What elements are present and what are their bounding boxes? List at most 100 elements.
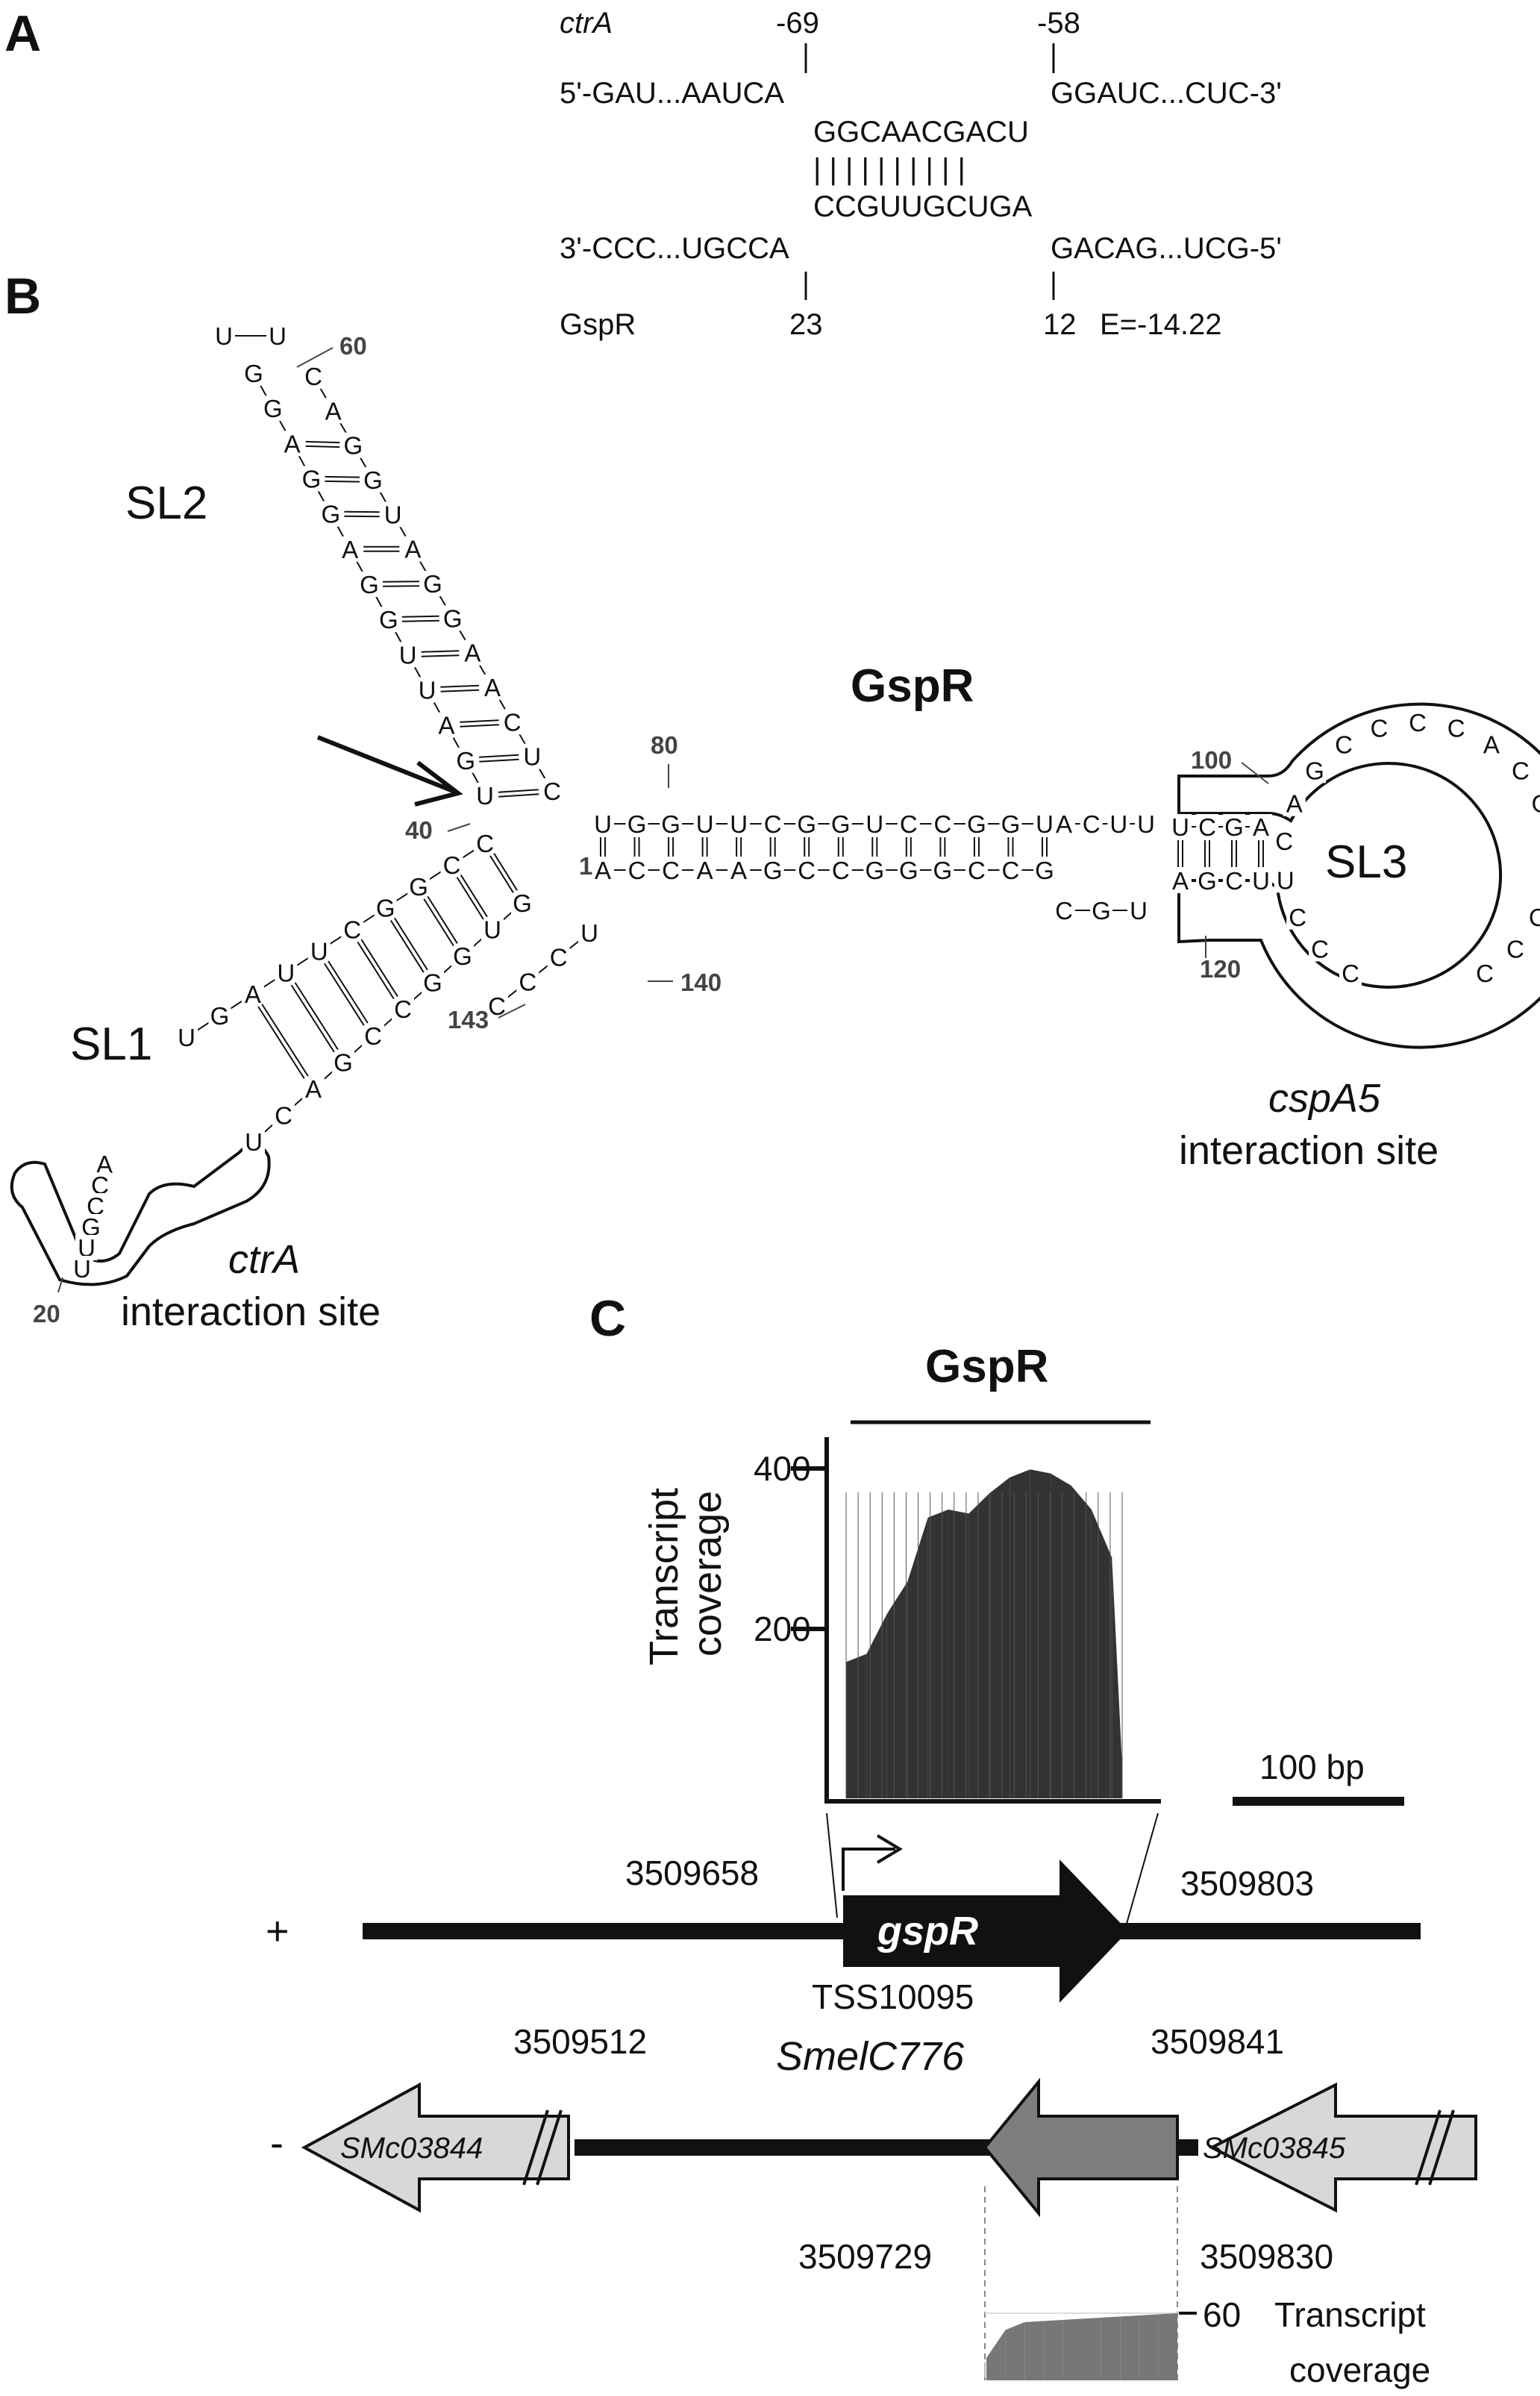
sl3-top-bg-1 [1196,814,1218,839]
sl1-5prime-bg-6 [275,960,298,986]
mrna-right-seq: GGAUC...CUC-3' [1051,77,1282,110]
panel-a-pairing: ctrA -69 -58 5'-GAU...AAUCA GGAUC...CUC-… [560,7,1282,341]
coverage-ylabel-1: Transcript [642,1488,686,1665]
sl2-stem-pair-a-4 [421,654,460,657]
sl2-stem-pair-b-4 [421,650,460,653]
main-top-nt-10: C [933,810,951,838]
sl3-loop-nt-7: C [1335,731,1353,759]
tail-nt-2: C [519,968,536,995]
sl3-loop-bg-2 [1286,904,1309,930]
sl3-loop-nt-11: A [1483,731,1500,759]
sl2-5prime-nt-10: A [284,430,301,457]
sl2-3prime-bg-11 [322,398,345,424]
sl1-loop-nt-0: A [96,1151,113,1178]
sl1-stem-pair-a-0 [489,855,514,893]
sl1-5prime-bg-2 [407,873,431,899]
sl1-5prime-nt-2: G [409,873,428,901]
gspr-gene-arrow [843,1859,1128,2003]
srna-name: GspR [560,308,636,341]
loop-top-bg-3 [1135,811,1157,836]
panel-c-label: C [589,1290,626,1347]
structure-numbering: 60 80 100 40 1 120 140 143 20 [33,332,1269,1327]
nt-number-40: 40 [405,816,433,844]
coord-3509841: 3509841 [1151,2022,1284,2061]
sl1-stem-pair-a-7 [257,1006,305,1079]
nt-tick-60 [296,347,334,368]
sl2-3prime-nt-7: A [404,536,421,563]
smelc776-coverage-segment [1043,2320,1063,2380]
sl3-loop-bg-18 [1474,960,1496,986]
pos-minus58: -58 [1037,7,1080,40]
main-top-nt-6: G [797,810,816,838]
sl2-5prime-nt-6: G [360,571,379,598]
sl1-5prime-nt-5: U [310,937,328,965]
sl2-5prime-bg-11 [261,395,284,422]
mrna-left-seq: 5'-GAU...AAUCA [560,77,784,110]
sl1-5prime-bg-7 [241,981,264,1007]
sl3-loop-nt-9: C [1409,709,1427,736]
sl1-3prime-nt-3: G [423,969,442,997]
sl3-top-bg-0 [1169,814,1192,839]
sl3-top-nt-1: C [1198,813,1216,841]
sl1-stem-pair-b-0 [493,853,518,891]
main-top-bg-7 [829,811,852,836]
sl3-loop-nt-6: G [1305,757,1324,784]
tss-bent-arrow [842,1848,895,1891]
sl3-bottom-nt-0: A [1172,867,1189,895]
sl2-5prime-nt-1: G [456,747,475,775]
sl1-3prime-bg-2 [451,943,474,969]
sl3-loop-bg-1 [1309,936,1332,962]
sl2-3prime-bg-12 [302,363,325,389]
sl2-stem-pair-a-3 [440,689,480,692]
main-bottom-bg-0 [592,857,614,883]
sl2-3prime-bg-0 [541,778,563,804]
sl2-stem-pair-b-5 [401,615,439,618]
main-bottom-nt-7: C [832,857,850,884]
main-bottom-bg-7 [829,857,852,883]
main-top-nt-7: G [831,810,851,838]
loop-bottom-bg-0 [1053,898,1075,923]
gspr-coverage-title: GspR [925,1341,1048,1392]
pos-minus69: -69 [776,7,819,40]
main-top-nt-12: G [1001,810,1021,838]
sl3-loop-nt-17: C [1506,936,1524,963]
sl2-stem-pair-b-6 [382,581,419,583]
sl3-bottom-bg-1 [1196,868,1218,893]
main-top-bg-1 [625,811,648,836]
nt-number-1: 1 [579,852,592,880]
pos-23: 23 [789,308,823,341]
sl3-loop-nt-5: A [1286,790,1303,818]
smc03845-break-2 [1428,2109,1455,2186]
sl2-3prime-nt-6: G [423,570,442,598]
main-top-bg-13 [1033,811,1056,836]
junction-arrow-head [414,760,463,807]
loop-bottom-bg-1 [1090,898,1112,923]
main-bottom-nt-11: C [968,857,986,884]
sl1-3prime-nt-4: C [394,995,412,1023]
sl2-5prime-nt-7: A [342,536,358,563]
smelc776-gene-label: SmelC776 [776,2034,965,2079]
main-top-bg-12 [999,811,1022,836]
sl2-3prime-bg-10 [342,432,365,458]
sl3-loop-nt-4: C [1275,828,1293,855]
panel-b-label: B [4,268,41,325]
sl1-3prime-nt-0: G [513,889,532,917]
sl1-stem-pair-b-7 [261,1004,309,1077]
sl2-3prime-nt-9: G [363,466,383,494]
sl1-stem-pair-a-3 [389,919,425,973]
sl1-stem-pair-b-5 [328,960,369,1024]
sl3-loop-nt-3: U [1277,866,1295,894]
main-top-bg-4 [727,811,751,836]
sl1-3prime-nt-8: C [275,1101,292,1129]
sl3-bottom-bg-2 [1223,868,1245,893]
main-bottom-nt-1: C [628,857,646,884]
sl3-bottom-nt-3: U [1252,867,1270,895]
nt-number-80: 80 [651,731,678,759]
coverage-ylabel-2: coverage [685,1491,730,1657]
smelc776-coverage-segment [1139,2314,1159,2380]
sl2-5prime-nt-11: G [263,395,283,422]
sl2-stem-pair-a-5 [401,619,439,622]
smelc776-coverage-segment [986,2330,1006,2380]
sl2-stem-pair-b-3 [440,684,479,688]
sl2-3prime-bg-8 [381,501,404,528]
